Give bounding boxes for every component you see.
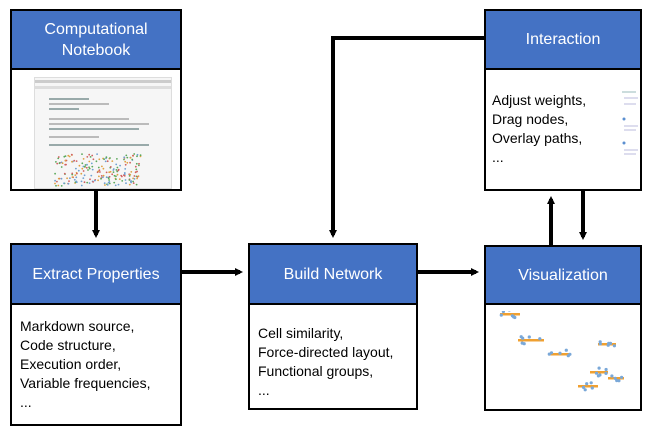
extract-title: Extract Properties xyxy=(32,265,160,283)
interaction-box: Interaction Adjust weights, Drag nodes, … xyxy=(484,9,642,191)
build-list: Cell similarity, Force-directed layout, … xyxy=(258,324,393,400)
build-item: ... xyxy=(258,382,270,398)
notebook-scatter-plot xyxy=(54,153,142,187)
interaction-item: ... xyxy=(492,149,504,165)
build-item: Functional groups, xyxy=(258,363,374,379)
interaction-item: Overlay paths, xyxy=(492,130,583,146)
notebook-box: Computational Notebook xyxy=(10,9,182,191)
extract-item: Code structure, xyxy=(20,337,116,353)
build-item: Cell similarity, xyxy=(258,325,344,341)
build-header: Build Network xyxy=(250,245,416,305)
interaction-list: Adjust weights, Drag nodes, Overlay path… xyxy=(492,91,586,167)
extract-item: ... xyxy=(20,394,32,410)
interaction-item: Drag nodes, xyxy=(492,111,569,127)
build-title: Build Network xyxy=(283,265,383,283)
extract-item: Execution order, xyxy=(20,356,122,372)
interaction-header: Interaction xyxy=(486,11,640,70)
notebook-header: Computational Notebook xyxy=(12,11,180,70)
extract-box: Extract Properties Markdown source, Code… xyxy=(10,243,182,426)
extract-list: Markdown source, Code structure, Executi… xyxy=(20,317,150,412)
visualization-box: Visualization xyxy=(484,245,642,411)
arrow-interaction-to-build xyxy=(329,36,484,238)
build-box: Build Network Cell similarity, Force-dir… xyxy=(248,243,418,410)
build-item: Force-directed layout, xyxy=(258,344,394,360)
notebook-title-line-1: Computational xyxy=(44,20,148,38)
network-visualization-thumbnail xyxy=(499,311,624,392)
notebook-title-line-2: Notebook xyxy=(61,41,131,59)
visualization-header: Visualization xyxy=(486,247,640,305)
extract-header: Extract Properties xyxy=(12,245,180,305)
extract-item: Variable frequencies, xyxy=(20,375,151,391)
visualization-title: Visualization xyxy=(518,266,608,284)
interaction-title: Interaction xyxy=(525,31,601,48)
notebook-thumbnail xyxy=(34,77,172,189)
extract-item: Markdown source, xyxy=(20,318,135,334)
interaction-controls-thumbnail xyxy=(622,91,638,155)
interaction-item: Adjust weights, xyxy=(492,92,587,108)
